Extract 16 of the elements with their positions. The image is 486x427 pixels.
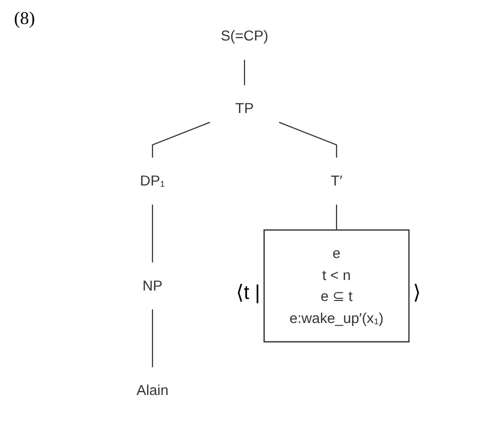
tree-node-label: NP — [142, 278, 162, 294]
tree-node-label: DP₁ — [140, 172, 165, 189]
tree-branch-line — [278, 122, 338, 158]
tree-node-label: TP — [235, 100, 254, 117]
tree-branch-line — [152, 204, 154, 262]
tree-branch-line — [244, 60, 246, 86]
closing-bracket: ⟩ — [412, 281, 421, 306]
tree-branch-line — [336, 204, 338, 230]
tree-node-label: T′ — [330, 172, 342, 189]
bracket-text: ⟨t | — [236, 281, 260, 306]
tree-node-label: Alain — [136, 382, 168, 399]
example-number: (8) — [14, 8, 35, 29]
tree-node-label: S(=CP) — [220, 28, 268, 44]
tree-branch-line — [152, 309, 154, 368]
drs-box: e t < n e ⊆ t e:wake_up′(x₁) — [263, 229, 410, 342]
tree-branch-line — [152, 122, 210, 158]
